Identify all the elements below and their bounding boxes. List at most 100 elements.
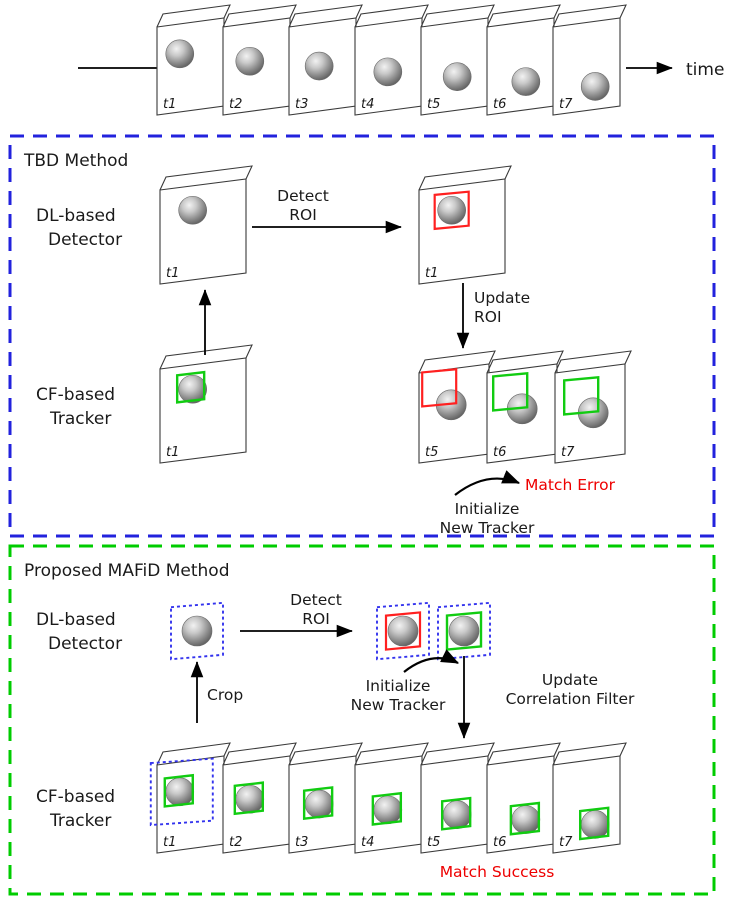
frame-time-label: t7 — [559, 97, 573, 112]
object-ball — [373, 57, 403, 87]
video-frame: t3 — [288, 742, 363, 854]
frame-top-flap — [554, 350, 632, 374]
tbd-tracker-label-line1: CF-based — [36, 385, 115, 405]
tbd-tracker-label-line2: Tracker — [49, 409, 111, 429]
detected-roi-box-red — [433, 190, 470, 231]
tbd-detector-row: DL-based Detector t1 Detect ROI t1 — [36, 165, 512, 285]
video-frame: t5 — [420, 4, 495, 116]
mafid-update-cf-label-line2: Correlation Filter — [506, 690, 635, 708]
frame-top-flap — [486, 4, 561, 28]
tbd-detector-label-line2: Detector — [48, 230, 122, 250]
tbd-initialize-label-line1: Initialize — [455, 500, 520, 518]
crop-patch — [376, 601, 430, 661]
frame-top-flap — [288, 742, 363, 766]
mafid-initialize-label-line2: New Tracker — [351, 696, 446, 714]
frame-time-label: t5 — [427, 835, 440, 850]
mafid-crop-label: Crop — [207, 686, 243, 704]
detected-roi-box-red — [384, 611, 422, 651]
object-ball — [448, 615, 480, 647]
object-ball — [387, 615, 419, 647]
video-frame: t1 — [156, 4, 231, 116]
frame-top-flap — [552, 4, 627, 28]
crop-patch — [437, 601, 491, 661]
crop-patch-border — [170, 601, 224, 661]
frame-time-label: t4 — [361, 97, 374, 112]
frame-time-label: t6 — [493, 835, 506, 850]
frame-top-flap — [486, 350, 564, 374]
video-frame: t6 — [486, 742, 561, 854]
frame-time-label: t3 — [295, 835, 308, 850]
object-ball — [580, 810, 610, 839]
frame-top-flap — [354, 4, 429, 28]
frame-top-flap — [420, 4, 495, 28]
frame-time-label: t5 — [425, 445, 438, 460]
frame-top-flap — [159, 344, 253, 370]
mafid-detector-label-line2: Detector — [48, 634, 122, 654]
tbd-detector-output-frame: t1 — [418, 165, 512, 285]
video-frame: t4 — [354, 742, 429, 854]
tracker-roi-box-green — [440, 796, 472, 831]
frame-time-label: t3 — [295, 97, 308, 112]
tbd-detect-roi-label-line2: ROI — [289, 206, 317, 224]
tracker-roi-box-green — [233, 781, 264, 816]
tracker-roi-box-green — [445, 611, 483, 651]
frame-time-label: t1 — [425, 266, 438, 281]
mafid-detect-roi-label-line1: Detect — [290, 591, 342, 609]
tbd-initialize-group: Initialize New Tracker Match Error — [440, 470, 616, 537]
crop-patch — [170, 601, 224, 661]
frame-top-flap — [222, 4, 297, 28]
tracker-roi-box-green — [579, 806, 610, 841]
tracker-roi-box-green — [302, 786, 334, 821]
mafid-status-badge: Match Success — [440, 863, 555, 881]
frame-top-flap — [354, 742, 429, 766]
frame-top-flap — [222, 742, 297, 766]
video-frame: t5 — [420, 742, 495, 854]
tbd-initialize-label-line2: New Tracker — [440, 519, 535, 537]
frame-top-flap — [288, 4, 363, 28]
tbd-tracker-input-frame: t1 — [159, 344, 253, 464]
mafid-tracker-label-line1: CF-based — [36, 787, 115, 807]
crop-patch-border — [149, 757, 214, 827]
tbd-status-badge: Match Error — [525, 476, 616, 494]
frame-time-label: t2 — [229, 835, 242, 850]
frame-time-label: t1 — [166, 445, 179, 460]
mafid-initialize-label-line1: Initialize — [366, 677, 431, 695]
frame-top-flap — [418, 350, 496, 374]
object-ball — [442, 62, 472, 91]
frame-time-label: t6 — [493, 97, 506, 112]
object-ball — [304, 789, 334, 819]
tbd-update-roi-label-line1: Update — [474, 289, 530, 307]
tbd-detector-label-line1: DL-based — [36, 206, 116, 226]
video-frame: t1 — [149, 742, 231, 854]
video-frame: t2 — [222, 742, 297, 854]
crop-patch-border — [437, 601, 491, 661]
frame-time-label: t1 — [166, 266, 179, 281]
object-ball — [511, 67, 541, 96]
tbd-update-roi-label-line2: ROI — [474, 308, 502, 326]
frame-top-flap — [486, 742, 561, 766]
mafid-crop-group: Crop — [190, 661, 243, 723]
frame-top-flap — [420, 742, 495, 766]
object-ball — [511, 805, 541, 834]
object-ball — [178, 195, 207, 225]
object-ball — [165, 777, 195, 807]
tracker-roi-box-green — [563, 375, 600, 416]
mafid-detector-row: DL-based Detector Detect ROI — [36, 591, 491, 661]
frame-time-label: t5 — [427, 97, 440, 112]
video-frame: t4 — [354, 4, 429, 116]
tracker-roi-box-green — [371, 791, 403, 826]
mafid-detector-label-line1: DL-based — [36, 610, 116, 630]
tbd-initialize-curve-arrow — [454, 470, 521, 496]
tbd-detect-roi-label-line1: Detect — [277, 187, 329, 205]
frame-top-flap — [552, 742, 627, 766]
video-frame: t3 — [288, 4, 363, 116]
crop-patch-border — [376, 601, 430, 661]
tbd-section-title: TBD Method — [23, 151, 128, 171]
frame-time-label: t7 — [561, 445, 575, 460]
video-frame: t2 — [222, 4, 297, 116]
frame-top-flap — [418, 165, 512, 191]
